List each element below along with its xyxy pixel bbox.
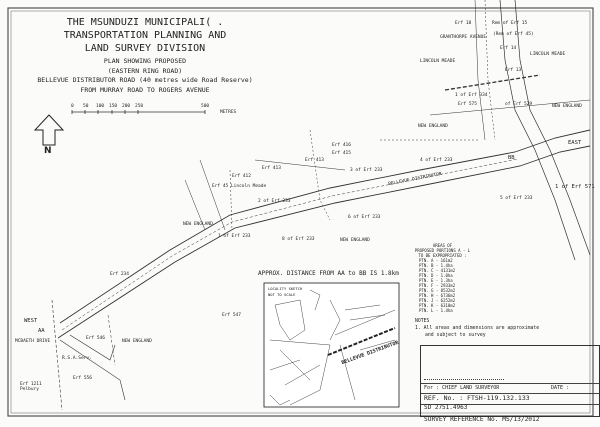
portion-row: PTN. J - 6252m2 [419, 298, 456, 303]
survey-reference: SURVEY REFERENCE No. MS/13/2012 [424, 416, 540, 423]
map-label: (Rem of Erf 45) [493, 32, 534, 37]
scale-tick: 0 [71, 104, 74, 109]
map-label: 5 of Erf 233 [500, 196, 533, 201]
inner-border [10, 10, 591, 414]
map-label: R.S.A.Serv. [62, 356, 92, 361]
map-label: NEW ENGLAND [122, 339, 152, 344]
map-label: Erf 45 Lincoln Meade [212, 184, 267, 189]
areas-heading: PROPOSED PORTIONS A - L [414, 248, 471, 253]
map-label: Erf 556 [73, 376, 92, 381]
scale-tick: 200 [122, 104, 131, 109]
title-line-2: TRANSPORTATION PLANNING AND [63, 30, 227, 41]
locality-subtitle: NOT TO SCALE [268, 292, 296, 297]
map-label: 1 of Erf 233 [218, 234, 251, 239]
bellevue-distributor-road [51, 0, 591, 411]
date-label: DATE : [551, 385, 570, 391]
map-label: LINCOLN MEADE [420, 59, 456, 64]
map-label: BB [508, 155, 515, 161]
scale-unit: METRES [220, 110, 237, 115]
title-line-6: BELLEVUE DISTRIBUTOR ROAD (40 metres wid… [37, 76, 253, 84]
map-label: NEW ENGLAND [183, 222, 213, 227]
title-line-5: (EASTERN RING ROAD) [107, 67, 183, 75]
map-label: Erf 415 [332, 151, 351, 156]
areas-heading: AREAS OF [432, 243, 453, 248]
portion-row: PTN. A - 161m2 [419, 258, 453, 263]
note-item: 1. All areas and dimensions are approxim… [415, 326, 540, 331]
north-arrow-icon [33, 114, 65, 146]
map-label: AA [38, 328, 45, 334]
map-label: Rem of Erf 15 [492, 21, 528, 26]
portion-row: PTN. D - 1.0ha [419, 273, 453, 278]
title-line-1: THE MSUNDUZI MUNICIPALI( . [66, 17, 224, 28]
map-label: GRANTHORPE AVENUE [440, 35, 487, 40]
portion-row: PTN. H - 6736m2 [419, 293, 456, 298]
map-label: Erf 13 [505, 68, 522, 73]
portion-row: PTN. C - 4131m2 [419, 268, 456, 273]
map-label: Erf 18 [455, 21, 472, 26]
map-label: Erf 234 [110, 272, 129, 277]
map-label: 1 of Erf 571 [555, 184, 595, 190]
north-label: N [44, 146, 52, 156]
ref-number: REF. No. : FTSH-119.132.133 [424, 394, 530, 402]
scale-tick: 100 [96, 104, 105, 109]
areas-heading: TO BE EXPROPRIATED : [418, 253, 467, 258]
map-label: NEW ENGLAND [340, 238, 370, 243]
map-label: NEW ENGLAND [552, 104, 582, 109]
notes-heading: NOTES [415, 319, 430, 324]
signatory: For : CHIEF LAND SURVEYOR [424, 385, 500, 391]
map-label: Erf 412 [232, 174, 251, 179]
map-label: 3 of Erf 233 [350, 168, 383, 173]
map-label: 4 of Erf 233 [420, 158, 453, 163]
areas-table: AREAS OF PROPOSED PORTIONS A - L TO BE E… [405, 243, 480, 313]
map-label: Erf 416 [332, 143, 351, 148]
map-label: 1 of Erf 334 [455, 93, 488, 98]
note-item: and subject to survey [425, 333, 486, 338]
distance-note: APPROX. DISTANCE FROM AA to BB IS 1.8km [258, 270, 399, 277]
scale-tick: 500 [201, 104, 210, 109]
map-label: Erf 575 [458, 102, 477, 107]
locality-sketch [263, 282, 400, 408]
portion-row: PTN. L - 1.4ha [419, 308, 453, 313]
map-label: of Erf 529 [505, 102, 533, 107]
title-line-7: FROM MURRAY ROAD TO ROGERS AVENUE [80, 86, 210, 94]
notes: NOTES 1. All areas and dimensions are ap… [415, 318, 539, 339]
title-block: For : CHIEF LAND SURVEYOR DATE : REF. No… [420, 345, 600, 423]
portion-row: PTN. F - 2933m2 [419, 283, 456, 288]
map-label: Erf 546 [86, 336, 105, 341]
map-label: Erf 14 [500, 46, 517, 51]
map-label: 8 of Erf 233 [282, 237, 315, 242]
scale-tick: 250 [135, 104, 144, 109]
map-label: LINCOLN MEADE [530, 52, 566, 57]
map-label: WEST [24, 318, 38, 324]
map-label: Erf 547 [222, 313, 241, 318]
map-label: EAST [568, 140, 582, 146]
scale-tick: 150 [109, 104, 118, 109]
title-line-3: LAND SURVEY DIVISION [84, 43, 206, 54]
map-label: Erf 413 [262, 166, 281, 171]
locality-title: LOCALITY SKETCH [268, 286, 303, 291]
portion-row: PTN. K - 6310m2 [419, 303, 456, 308]
portion-row: PTN. E - 1.3ha [419, 278, 453, 283]
title-line-4: PLAN SHOWING PROPOSED [103, 57, 187, 65]
outer-border [7, 7, 594, 417]
scale-bar [71, 110, 206, 114]
map-label: MCBAETH DRIVE [15, 339, 51, 344]
portion-row: PTN. G - 8532m2 [419, 288, 456, 293]
map-label: Erf 1211 Pelbury [20, 382, 42, 392]
map-label: 2 of Erf 233 [258, 199, 291, 204]
portion-row: PTN. B - 1.4ha [419, 263, 453, 268]
map-label: NEW ENGLAND [418, 124, 448, 129]
map-label: 6 of Erf 233 [348, 215, 381, 220]
sd-number: SD 2751.4963 [424, 404, 468, 411]
map-label: Erf 413 [305, 158, 324, 163]
scale-tick: 50 [83, 104, 89, 109]
